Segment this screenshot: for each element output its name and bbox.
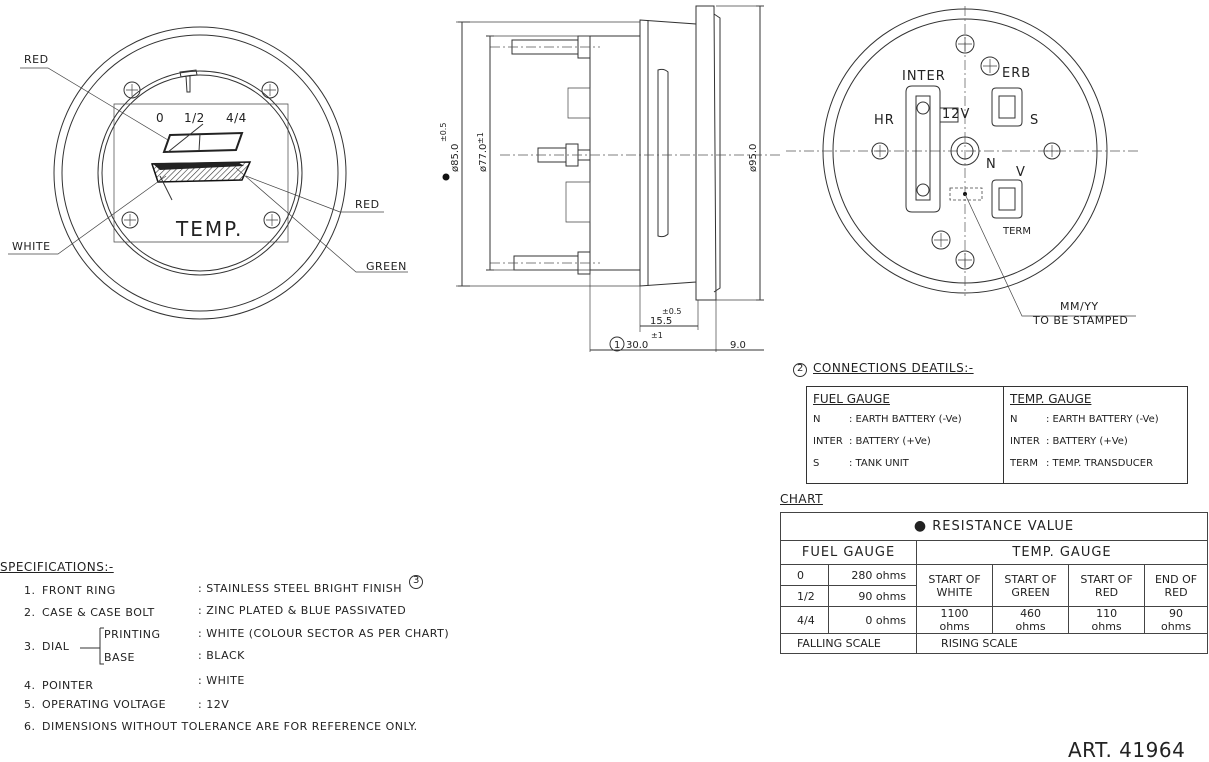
temp-scale: RISING SCALE xyxy=(916,633,1208,654)
spec-dial-sub-name: PRINTING xyxy=(104,628,161,641)
tol-15-5: ±0.5 xyxy=(662,307,681,316)
terminal-term: TERM xyxy=(1002,226,1031,237)
terminal-n: N xyxy=(986,157,997,172)
spec-num: 6. xyxy=(24,720,36,733)
chart-label: CHART xyxy=(780,492,823,506)
spec-value: : 12V xyxy=(198,698,230,711)
fuel-conn-row: N: EARTH BATTERY (-Ve) xyxy=(813,414,962,425)
tol-dia-77: ±1 xyxy=(476,132,485,144)
spec-num: 3. xyxy=(24,640,36,653)
temp-gauge-header: TEMP. GAUGE xyxy=(916,540,1208,565)
dial-bracket xyxy=(80,627,104,665)
resistance-title: RESISTANCE VALUE xyxy=(932,519,1075,534)
dim-dia-95: ø95.0 xyxy=(748,144,759,172)
connections-title: CONNECTIONS DEATILS:- xyxy=(813,361,974,375)
marker-1: 1 xyxy=(614,340,620,351)
terminal-12v: 12V xyxy=(942,107,970,122)
resistance-table: ● RESISTANCE VALUE FUEL GAUGE TEMP. GAUG… xyxy=(779,512,1208,654)
connections-marker: 2 xyxy=(797,363,804,374)
fuel-gauge-title: FUEL GAUGE xyxy=(813,392,890,406)
screw-icon xyxy=(871,34,1061,270)
scale-label-0: 0 xyxy=(156,111,164,125)
temp-conn-row: TERM: TEMP. TRANSDUCER xyxy=(1010,458,1154,469)
fuel-gauge-header: FUEL GAUGE xyxy=(779,540,918,565)
callout-green: GREEN xyxy=(366,260,407,273)
spec-num: 5. xyxy=(24,698,36,711)
spec-dial-sub-value: : BLACK xyxy=(198,649,245,662)
rear-view: INTER ERB HR 12V S N V TERM MM/YY TO BE … xyxy=(786,6,1140,327)
spec-num: 1. xyxy=(24,584,36,597)
dim-30: 30.0 xyxy=(626,340,648,351)
front-view: 0 1/2 4/4 TEMP. RED RED GREEN WHITE xyxy=(8,26,408,320)
terminal-v: V xyxy=(1016,165,1026,180)
spec-name: POINTER xyxy=(42,679,94,692)
fuel-pos: 1/2 xyxy=(779,585,830,607)
dim-dia-85: ø85.0 xyxy=(450,144,461,172)
fuel-gauge-connections: FUEL GAUGE N: EARTH BATTERY (-Ve) INTER:… xyxy=(806,386,1004,484)
fuel-ohms: 0 ohms xyxy=(828,606,918,634)
terminal-inter: INTER xyxy=(902,69,946,84)
terminal-hr: HR xyxy=(874,113,895,128)
scale-label-full: 4/4 xyxy=(226,111,247,125)
tol-dia-85: ±0.5 xyxy=(439,123,448,142)
temp-conn-row: INTER: BATTERY (+Ve) xyxy=(1010,436,1128,447)
spec-marker-3: 3 xyxy=(413,575,420,586)
spec-dial-sub-name: BASE xyxy=(104,651,136,664)
fuel-pos: 4/4 xyxy=(779,606,830,634)
terminal-s: S xyxy=(1030,113,1039,128)
fuel-ohms: 90 ohms xyxy=(828,585,918,607)
connections-table: FUEL GAUGE N: EARTH BATTERY (-Ve) INTER:… xyxy=(806,386,1188,484)
dim-dia-77: ø77.0 xyxy=(478,144,489,172)
temp-conn-row: N: EARTH BATTERY (-Ve) xyxy=(1010,414,1159,425)
spec-num: 2. xyxy=(24,606,36,619)
temp-gauge-connections: TEMP. GAUGE N: EARTH BATTERY (-Ve) INTER… xyxy=(1004,387,1188,484)
fuel-ohms: 280 ohms xyxy=(828,564,918,586)
fuel-pump-icon xyxy=(179,69,198,93)
spec-name: DIMENSIONS WITHOUT TOLERANCE ARE FOR REF… xyxy=(42,720,418,733)
side-view: ø85.0 ±0.5 ø77.0 ±1 ø95.0 15.5 ±0.5 1 30… xyxy=(439,5,780,352)
marker-2-circle xyxy=(793,363,807,377)
art-number: ART. 41964 xyxy=(1068,738,1186,762)
fuel-scale: FALLING SCALE xyxy=(779,633,918,654)
spec-dial-sub-value: : WHITE (COLOUR SECTOR AS PER CHART) xyxy=(198,627,450,640)
callout-red-top: RED xyxy=(24,53,49,66)
screw-icon xyxy=(121,81,281,229)
fuel-conn-row: S: TANK UNIT xyxy=(813,458,909,469)
callout-white: WHITE xyxy=(12,240,51,253)
dim-9: 9.0 xyxy=(730,340,746,351)
spec-value: : WHITE xyxy=(198,674,245,687)
tol-30: ±1 xyxy=(651,331,663,340)
dial-text: TEMP. xyxy=(175,217,243,241)
stamp-note-text: TO BE STAMPED xyxy=(1032,314,1128,327)
spec-value: : STAINLESS STEEL BRIGHT FINISH xyxy=(198,582,403,595)
spec-num: 4. xyxy=(24,679,36,692)
fuel-conn-row: INTER: BATTERY (+Ve) xyxy=(813,436,931,447)
resistance-title-cell: ● RESISTANCE VALUE xyxy=(780,512,1208,541)
temp-gauge-title: TEMP. GAUGE xyxy=(1010,392,1092,406)
fuel-pos: 0 xyxy=(779,564,830,586)
callout-red-right: RED xyxy=(355,198,380,211)
scale-label-half: 1/2 xyxy=(184,111,205,125)
terminal-erb: ERB xyxy=(1002,66,1031,81)
spec-value: : ZINC PLATED & BLUE PASSIVATED xyxy=(198,604,407,617)
specs-title: SPECIFICATIONS:- xyxy=(0,560,114,574)
spec-name: CASE & CASE BOLT xyxy=(42,606,155,619)
marker-3-circle xyxy=(409,575,423,589)
spec-name: DIAL xyxy=(42,640,70,653)
spec-name: OPERATING VOLTAGE xyxy=(42,698,167,711)
spec-name: FRONT RING xyxy=(42,584,116,597)
dim-15-5: 15.5 xyxy=(650,316,672,327)
stamp-note-date: MM/YY xyxy=(1060,300,1099,313)
bullet-icon: ● xyxy=(913,518,928,534)
